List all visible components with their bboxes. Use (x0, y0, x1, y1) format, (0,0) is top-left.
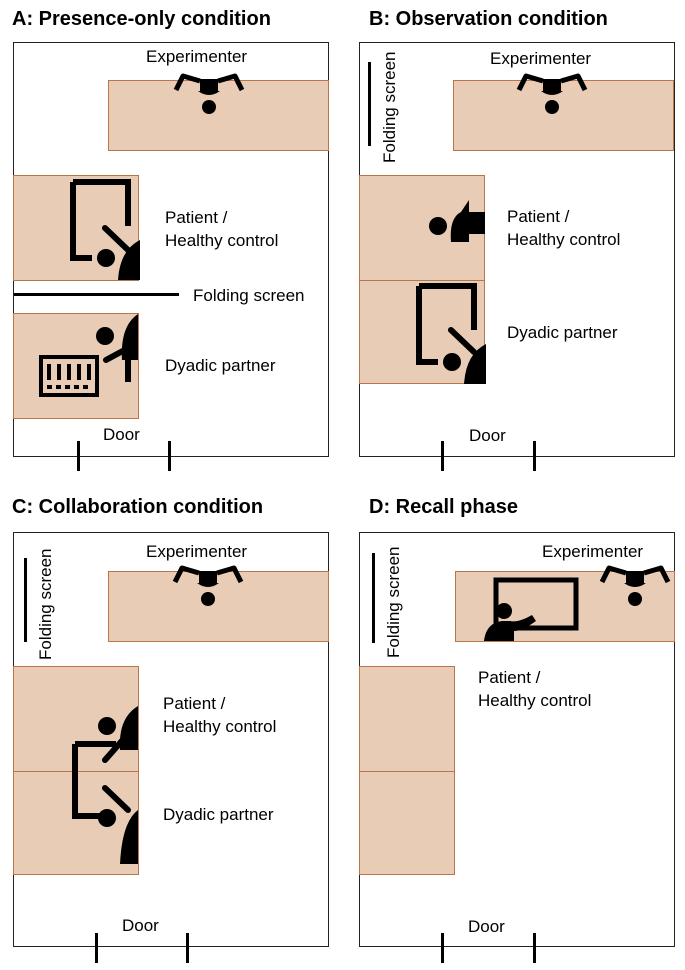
door-post-right-b (533, 441, 536, 471)
folding-screen-a (14, 293, 179, 296)
folding-screen-d (372, 553, 375, 643)
person-top-view-icon (167, 567, 249, 619)
person-top-view-icon (511, 75, 593, 127)
partner-desk-a (13, 313, 139, 419)
person-top-view-icon (168, 75, 250, 127)
partner-desk-d (359, 771, 455, 875)
door-post-left-d (441, 933, 444, 963)
experimenter-desk-b (453, 80, 674, 151)
experimenter-label-b: Experimenter (490, 49, 592, 68)
laptop-keyboard-icon (39, 355, 99, 397)
folding-screen-label-a: Folding screen (193, 286, 305, 305)
patient-desk-d (359, 666, 455, 772)
person-side-icon (96, 314, 138, 382)
panel-b-title: B: Observation condition (369, 8, 608, 30)
experimenter-label-a: Experimenter (146, 47, 248, 66)
patient-label-d: Patient / (478, 668, 541, 687)
door-label-c: Door (122, 916, 159, 935)
patient-label-a: Patient / (165, 208, 228, 227)
door-post-right-d (533, 933, 536, 963)
experimenter-label-d: Experimenter (542, 542, 644, 561)
door-post-right-a (168, 441, 171, 471)
folding-screen-label-c: Folding screen (36, 548, 55, 660)
person-presenting-icon (484, 577, 579, 641)
experimenter-label-c: Experimenter (146, 542, 248, 561)
panel-d-title: D: Recall phase (369, 496, 518, 518)
shared-monitor-icon (72, 706, 138, 864)
door-post-left-a (77, 441, 80, 471)
door-post-right-c (186, 933, 189, 963)
door-post-left-c (95, 933, 98, 963)
person-at-monitor-icon (70, 179, 140, 280)
patient-label-a-2: Healthy control (165, 231, 279, 250)
panel-a-title: A: Presence-only condition (12, 8, 271, 30)
folding-screen-label-b: Folding screen (380, 51, 399, 163)
patient-label-c: Patient / (163, 694, 226, 713)
person-side-icon (429, 200, 485, 242)
door-post-left-b (441, 441, 444, 471)
patient-label-b-2: Healthy control (507, 230, 621, 249)
partner-label-c: Dyadic partner (163, 805, 274, 824)
partner-label-b: Dyadic partner (507, 323, 618, 342)
patient-label-c-2: Healthy control (163, 717, 277, 736)
folding-screen-b (368, 62, 371, 146)
partner-label-a: Dyadic partner (165, 356, 276, 375)
patient-label-b: Patient / (507, 207, 570, 226)
person-top-view-icon (594, 567, 676, 619)
folding-screen-c (24, 558, 27, 642)
person-at-monitor-icon (416, 283, 486, 384)
door-label-a: Door (103, 425, 140, 444)
experimenter-desk-c (108, 571, 329, 642)
folding-screen-label-d: Folding screen (384, 546, 403, 658)
panel-c-title: C: Collaboration condition (12, 496, 264, 518)
door-label-b: Door (469, 426, 506, 445)
patient-label-d-2: Healthy control (478, 691, 592, 710)
door-label-d: Door (468, 917, 505, 936)
